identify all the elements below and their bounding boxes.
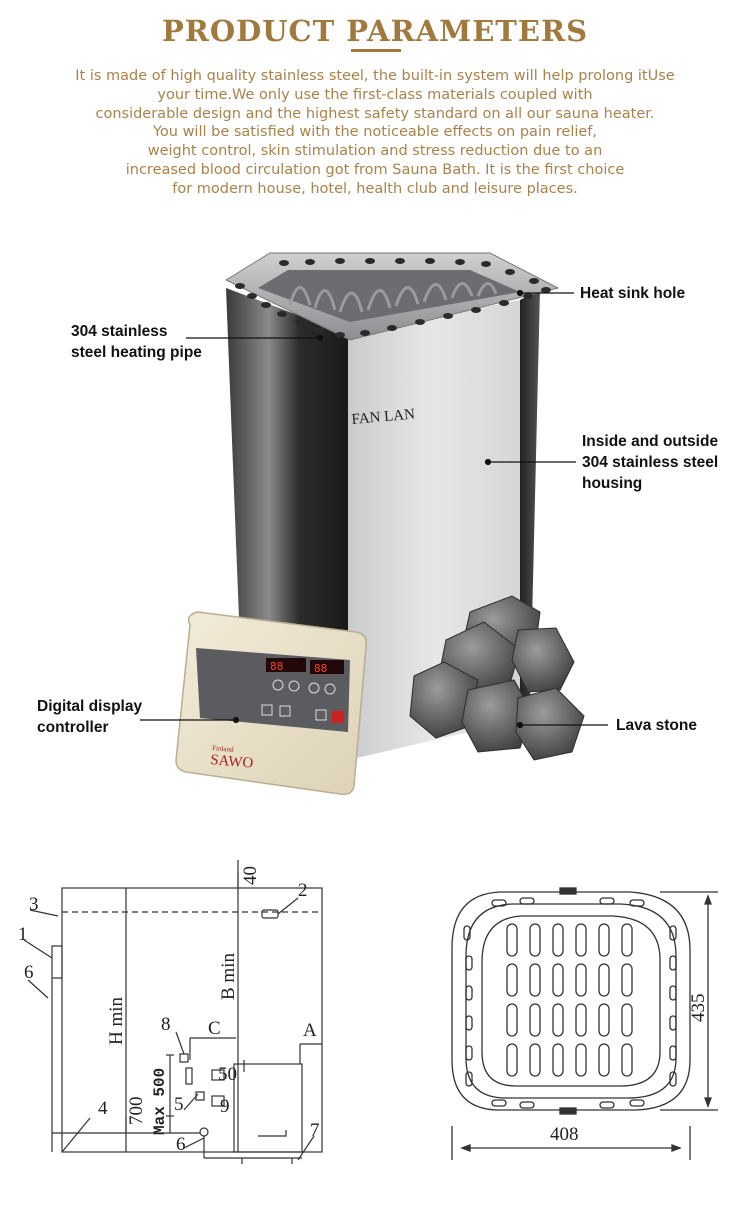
callout-line: Digital display bbox=[37, 698, 143, 715]
controller-button[interactable] bbox=[308, 682, 320, 694]
controller-button[interactable] bbox=[279, 705, 291, 717]
controller-button[interactable] bbox=[288, 680, 300, 692]
intro-line: increased blood circulation got from Sau… bbox=[125, 161, 625, 178]
callout-line: Heat sink hole bbox=[580, 285, 686, 302]
callout-number: 6 bbox=[24, 962, 34, 983]
controller-button[interactable] bbox=[261, 704, 273, 716]
callout-number: 1 bbox=[18, 924, 28, 945]
dimension-700: 700 bbox=[126, 1097, 147, 1126]
brand-logo: FAN LAN bbox=[351, 406, 416, 427]
intro-line: for modern house, hotel, health club and… bbox=[172, 180, 578, 197]
product-illustration: FAN LAN 88 88 SAWO Finland bbox=[140, 252, 608, 796]
display-digits-2: 88 bbox=[314, 662, 327, 675]
dimension-435: 435 bbox=[688, 994, 709, 1023]
callout-heat-sink-hole: Heat sink hole bbox=[580, 283, 685, 304]
callout-number: 4 bbox=[98, 1098, 108, 1119]
callout-housing: Inside and outside 304 stainless steel h… bbox=[582, 431, 718, 494]
intro-line: It is made of high quality stainless ste… bbox=[75, 68, 675, 84]
top-view-edge-holes bbox=[463, 897, 677, 1109]
controller-brand-small: Finland bbox=[212, 744, 235, 754]
controller-brand: SAWO bbox=[210, 752, 254, 772]
dimension-h-min: H min bbox=[106, 996, 127, 1045]
callout-number: 5 bbox=[174, 1094, 184, 1115]
lava-stones bbox=[409, 595, 585, 761]
controller-button[interactable] bbox=[315, 709, 327, 721]
intro-line: your time.We only use the first-class ma… bbox=[157, 86, 593, 103]
page-title: PRODUCT PARAMETERS bbox=[161, 14, 589, 48]
callout-line: 304 stainless steel bbox=[582, 454, 719, 471]
callout-line: housing bbox=[582, 475, 643, 492]
callout-leaders bbox=[140, 289, 608, 729]
callout-lava-stone: Lava stone bbox=[616, 715, 697, 736]
callout-number: 8 bbox=[161, 1014, 171, 1035]
heat-sink-holes bbox=[235, 258, 551, 338]
intro-line: weight control, skin stimulation and str… bbox=[147, 143, 603, 160]
power-button[interactable] bbox=[332, 711, 344, 723]
dimension-a: A bbox=[303, 1020, 317, 1041]
top-view-labels: 408 435 bbox=[550, 994, 709, 1146]
callout-line: 304 stainless bbox=[71, 323, 168, 340]
side-view-drawing bbox=[23, 860, 323, 1164]
callout-number: 2 bbox=[298, 880, 308, 901]
callout-number: 3 bbox=[29, 894, 39, 915]
callout-number: 9 bbox=[220, 1096, 230, 1117]
heating-pipes bbox=[288, 282, 498, 313]
display-digits-1: 88 bbox=[270, 660, 283, 673]
digital-controller: 88 88 SAWO Finland bbox=[175, 611, 368, 796]
intro-paragraph: It is made of high quality stainless ste… bbox=[50, 67, 700, 199]
callout-controller: Digital display controller bbox=[37, 696, 142, 738]
intro-line: You will be satisfied with the noticeabl… bbox=[152, 124, 598, 141]
dimension-max-500: Max 500 bbox=[151, 1068, 169, 1135]
controller-button[interactable] bbox=[324, 683, 336, 695]
intro-line: considerable design and the highest safe… bbox=[95, 105, 655, 122]
dimension-b-min: B min bbox=[218, 953, 239, 1000]
callout-line: Lava stone bbox=[616, 717, 697, 734]
title-underline bbox=[351, 49, 401, 52]
top-view-slots bbox=[506, 923, 633, 1077]
top-view-drawing bbox=[451, 887, 718, 1160]
callout-line: Inside and outside bbox=[582, 433, 719, 450]
dimension-50: 50 bbox=[218, 1064, 237, 1085]
controller-button[interactable] bbox=[272, 679, 284, 691]
callout-line: steel heating pipe bbox=[71, 344, 202, 361]
callout-number: 6 bbox=[176, 1134, 186, 1155]
callout-line: controller bbox=[37, 719, 109, 736]
dimension-40: 40 bbox=[240, 866, 261, 885]
side-view-labels: 3 1 6 4 2 8 5 6 7 9 C A 50 H min B min 4… bbox=[18, 866, 320, 1155]
dimension-c: C bbox=[208, 1018, 221, 1039]
callout-number: 7 bbox=[310, 1120, 320, 1141]
callout-heating-pipe: 304 stainless steel heating pipe bbox=[71, 321, 202, 363]
dimension-408: 408 bbox=[550, 1124, 579, 1145]
